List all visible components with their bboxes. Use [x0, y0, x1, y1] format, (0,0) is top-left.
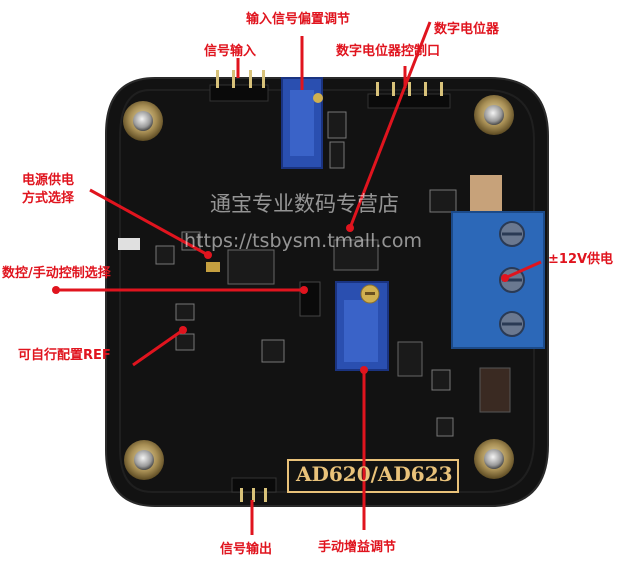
label-signal-input: 信号输入	[204, 44, 257, 59]
standoff-bottom-left	[124, 440, 164, 480]
pcb-board	[105, 77, 549, 507]
components	[118, 111, 511, 437]
standoff-bottom-right	[474, 439, 514, 479]
standoff-top-left	[123, 101, 163, 141]
label-digital-pot: 数字电位器	[434, 22, 500, 37]
signal-input-header	[209, 70, 269, 102]
board-label: AD620/AD623	[296, 462, 453, 486]
label-digital-pot-port: 数字电位器控制口	[336, 44, 441, 59]
power-terminal	[451, 211, 545, 349]
label-manual-gain: 手动增益调节	[318, 540, 397, 555]
watermark-url: https://tsbysm.tmall.com	[184, 230, 422, 252]
label-power-12v: ±12V供电	[548, 252, 614, 267]
ad-label-frame	[287, 459, 459, 493]
standoff-top-right	[474, 95, 514, 135]
label-power-select: 电源供电 方式选择	[22, 173, 75, 206]
label-digital-manual: 数控/手动控制选择	[2, 266, 111, 281]
label-signal-output: 信号输出	[220, 542, 273, 557]
signal-output-header	[231, 477, 277, 502]
gain-trimpot	[335, 281, 389, 371]
offset-trimpot	[281, 77, 323, 169]
label-input-offset: 输入信号偏置调节	[246, 12, 351, 27]
annotation-leaders	[56, 21, 542, 535]
label-ref-config: 可自行配置REF	[18, 348, 111, 363]
digital-pot-header	[367, 82, 451, 109]
watermark-shop: 通宝专业数码专营店	[210, 192, 399, 216]
